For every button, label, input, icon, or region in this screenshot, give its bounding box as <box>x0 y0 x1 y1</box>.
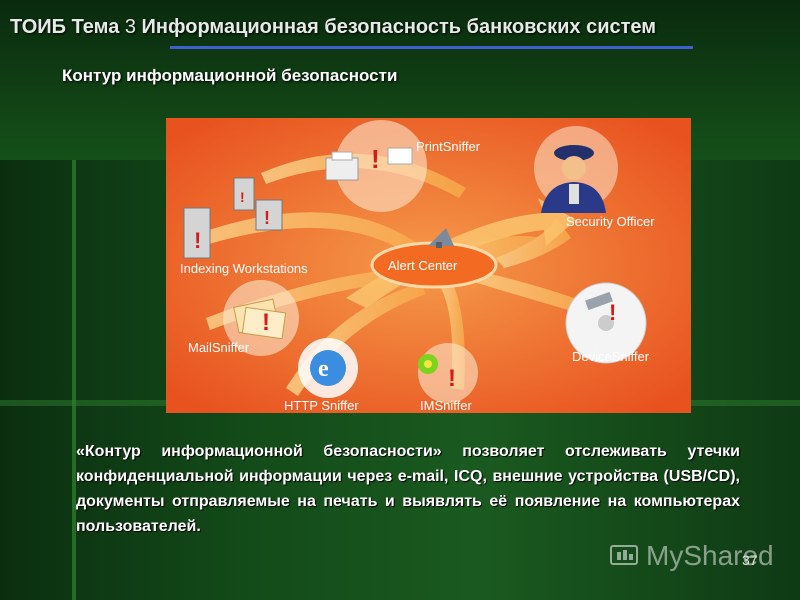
security-contour-diagram: ! PrintSniffer Security Officer ! ! ! In… <box>166 118 691 413</box>
print-sniffer-halo <box>335 120 427 212</box>
page-number: 37 <box>742 552 758 568</box>
im-sniffer-label: IMSniffer <box>420 398 472 413</box>
watermark-text: MyShared <box>646 540 774 571</box>
security-officer-label: Security Officer <box>566 214 655 229</box>
alert-center-label: Alert Center <box>388 258 458 273</box>
workstation-alert-icon-1: ! <box>194 228 201 253</box>
mail-icon <box>233 298 287 340</box>
icq-flower-icon <box>418 354 438 374</box>
device-sniffer-label: DeviceSniffer <box>572 349 650 364</box>
indexing-workstations-icon <box>183 177 283 259</box>
usb-stick-icon <box>585 291 613 311</box>
http-sniffer-label: HTTP Sniffer <box>284 398 359 413</box>
browser-e-icon: e <box>310 350 346 386</box>
security-officer-icon <box>541 145 606 213</box>
print-sniffer-label: PrintSniffer <box>416 139 481 154</box>
slide-subtitle: Контур информационной безопасности <box>62 66 398 85</box>
mail-alert-icon: ! <box>262 309 270 336</box>
satellite-dish-icon <box>428 228 454 248</box>
printer-icon <box>325 147 413 181</box>
print-alert-icon: ! <box>371 144 380 174</box>
device-alert-icon: ! <box>609 300 616 325</box>
workstation-alert-icon-3: ! <box>264 208 270 228</box>
decorative-stripe <box>72 160 76 600</box>
svg-text:e: e <box>318 356 329 382</box>
im-alert-icon: ! <box>448 365 456 392</box>
title-number: 3 <box>124 16 136 38</box>
slide-title: ТОИБ Тема 3 Информационная безопасность … <box>10 14 770 40</box>
title-rest: Информационная безопасность банковских с… <box>136 16 657 38</box>
workstation-alert-icon-2: ! <box>240 189 245 205</box>
title-underline <box>170 46 693 49</box>
mail-sniffer-label: MailSniffer <box>188 340 250 355</box>
myshared-logo-icon <box>610 545 638 565</box>
title-prefix: ТОИБ Тема <box>10 16 125 38</box>
cd-center <box>598 315 614 331</box>
indexing-workstations-label: Indexing Workstations <box>180 261 308 276</box>
description-paragraph: «Контур информационной безопасности» поз… <box>76 443 740 535</box>
